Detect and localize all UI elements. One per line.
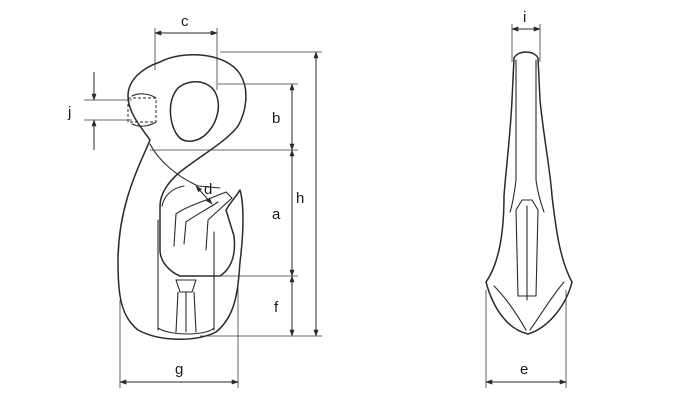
label-a: a: [272, 206, 281, 223]
label-b: b: [272, 110, 280, 127]
label-i: i: [523, 9, 526, 26]
label-j: j: [67, 104, 71, 121]
dimension-labels: c i j b d a h f g e: [67, 9, 528, 378]
side-outer-contour: [485, 51, 573, 335]
label-d: d: [204, 181, 212, 198]
pin-hidden-outline: [127, 97, 157, 123]
side-shank-line-left: [509, 59, 517, 213]
hook-eye: [169, 81, 220, 142]
latch-outline: [173, 191, 233, 251]
hook-outer-contour: [117, 53, 247, 340]
base-bottom-curve: [157, 327, 215, 335]
label-e: e: [520, 361, 528, 378]
side-latch-top: [515, 199, 539, 297]
label-f: f: [274, 299, 279, 316]
hook-front-view: [117, 53, 247, 340]
hook-side-view: [485, 51, 573, 335]
hook-inner-back: [161, 185, 185, 207]
label-c: c: [181, 13, 189, 30]
label-g: g: [175, 361, 183, 378]
side-bottom-wing: [493, 281, 565, 331]
side-shank-line-right: [535, 59, 545, 213]
latch-inner: [183, 201, 219, 245]
latch-spring-knob: [175, 279, 197, 293]
label-h: h: [296, 190, 304, 207]
dimension-lines: [84, 24, 567, 388]
knob-stem: [175, 291, 197, 333]
pin-edge: [131, 93, 157, 127]
